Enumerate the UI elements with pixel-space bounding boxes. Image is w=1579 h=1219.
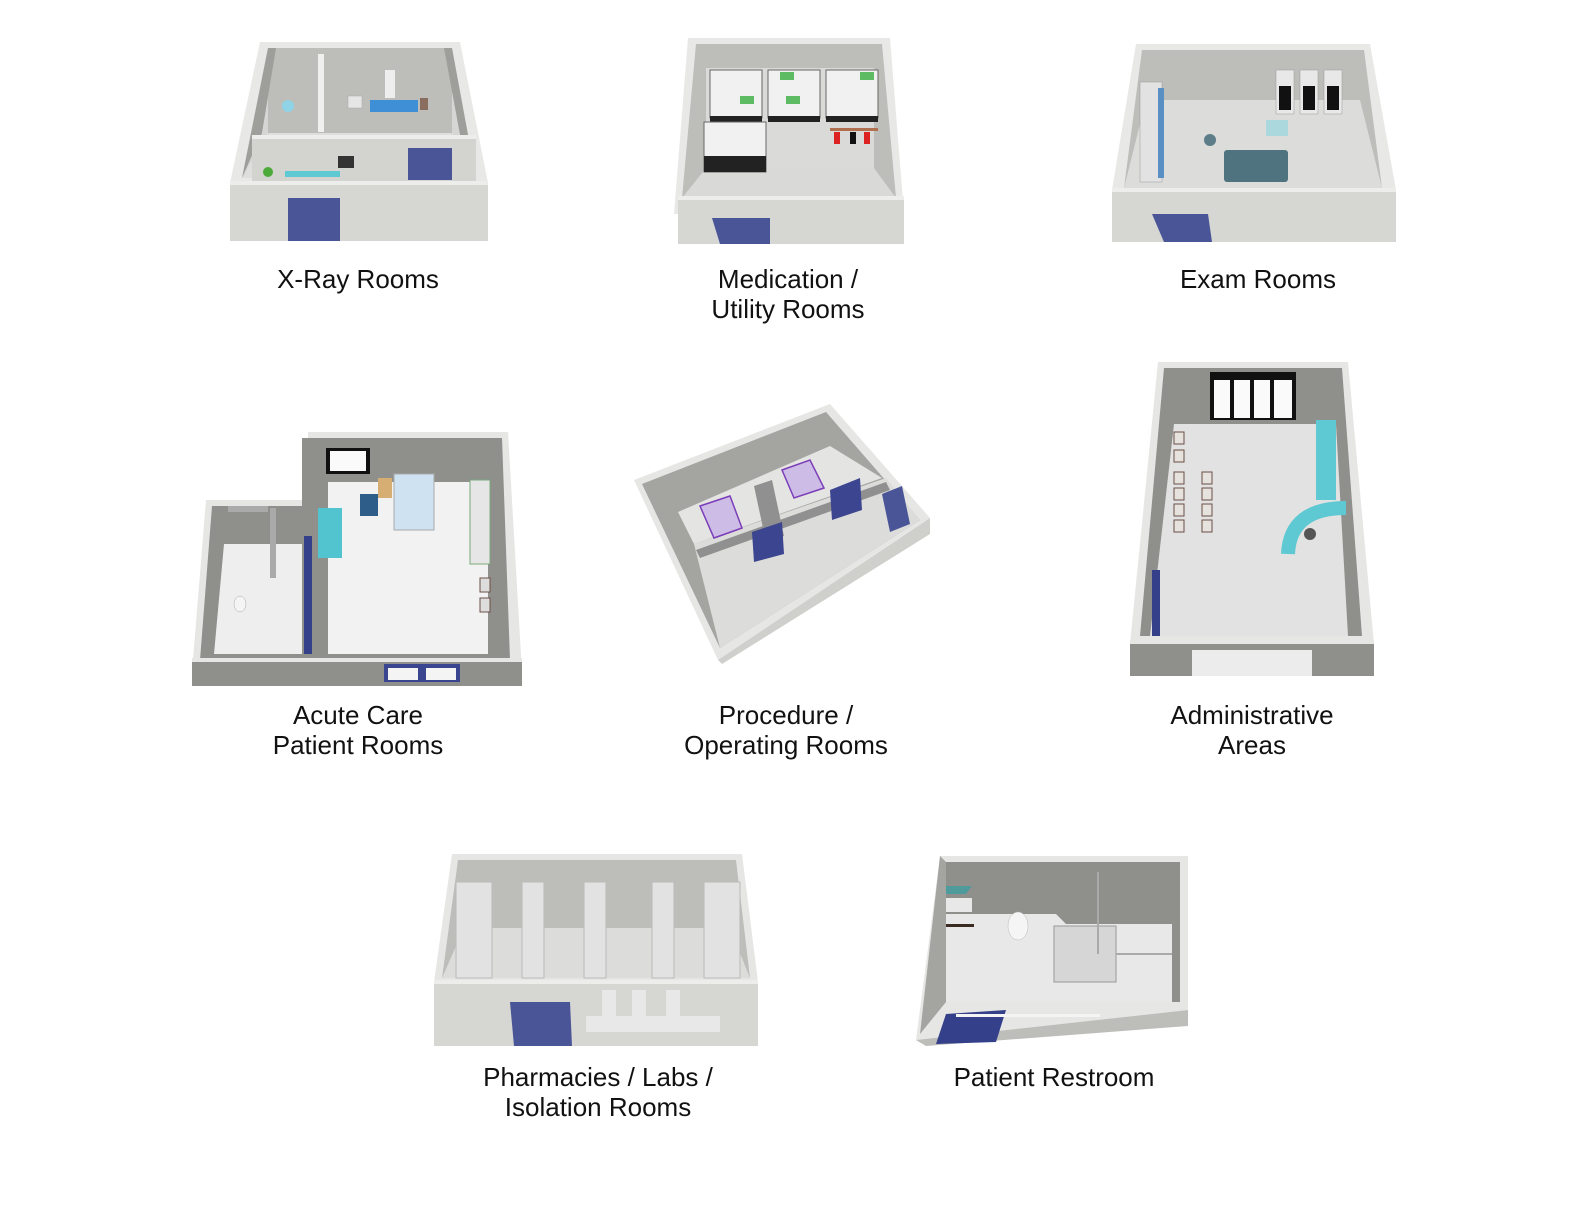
xray-room-render bbox=[230, 42, 488, 241]
hospital-bed bbox=[393, 473, 435, 531]
door-icon bbox=[712, 218, 770, 244]
medication-room-render bbox=[674, 38, 904, 244]
door-icon bbox=[510, 1002, 572, 1046]
pharmacy-lab-render bbox=[434, 854, 758, 1046]
acute-care-room-render bbox=[192, 432, 522, 686]
caption-exam: Exam Rooms bbox=[1179, 264, 1337, 294]
sofa bbox=[318, 508, 342, 558]
caption-acute: Acute Care Patient Rooms bbox=[272, 700, 444, 760]
xray-table bbox=[370, 100, 418, 112]
shelving-units bbox=[703, 69, 879, 173]
door-icon bbox=[288, 198, 340, 241]
door-icon bbox=[882, 486, 910, 532]
waiting-sofa bbox=[1316, 420, 1336, 500]
caption-restroom: Patient Restroom bbox=[953, 1062, 1155, 1092]
door-icon bbox=[830, 478, 862, 520]
sofa bbox=[285, 171, 340, 177]
door-icon bbox=[752, 522, 784, 562]
exam-room-render bbox=[1112, 44, 1396, 242]
procedure-bed bbox=[780, 459, 826, 499]
caption-medication: Medication / Utility Rooms bbox=[711, 264, 865, 324]
caption-procedure: Procedure / Operating Rooms bbox=[684, 700, 888, 760]
procedure-room-render bbox=[634, 404, 930, 664]
shower bbox=[1053, 925, 1117, 983]
waiting-chairs bbox=[1173, 431, 1213, 533]
shelving-units bbox=[455, 881, 741, 979]
toilet bbox=[1007, 911, 1029, 941]
door-icon bbox=[1152, 214, 1212, 242]
reception-desk bbox=[1281, 501, 1347, 555]
caption-xray: X-Ray Rooms bbox=[277, 264, 439, 294]
door-icon bbox=[408, 148, 452, 180]
procedure-bed bbox=[698, 495, 743, 539]
caption-pharmacy: Pharmacies / Labs / Isolation Rooms bbox=[483, 1062, 713, 1122]
caption-admin: Administrative Areas bbox=[1170, 700, 1334, 760]
administrative-area-render bbox=[1130, 362, 1374, 676]
door-icon bbox=[936, 1010, 1006, 1044]
exam-table bbox=[1224, 150, 1288, 182]
patient-restroom-render bbox=[916, 856, 1188, 1046]
